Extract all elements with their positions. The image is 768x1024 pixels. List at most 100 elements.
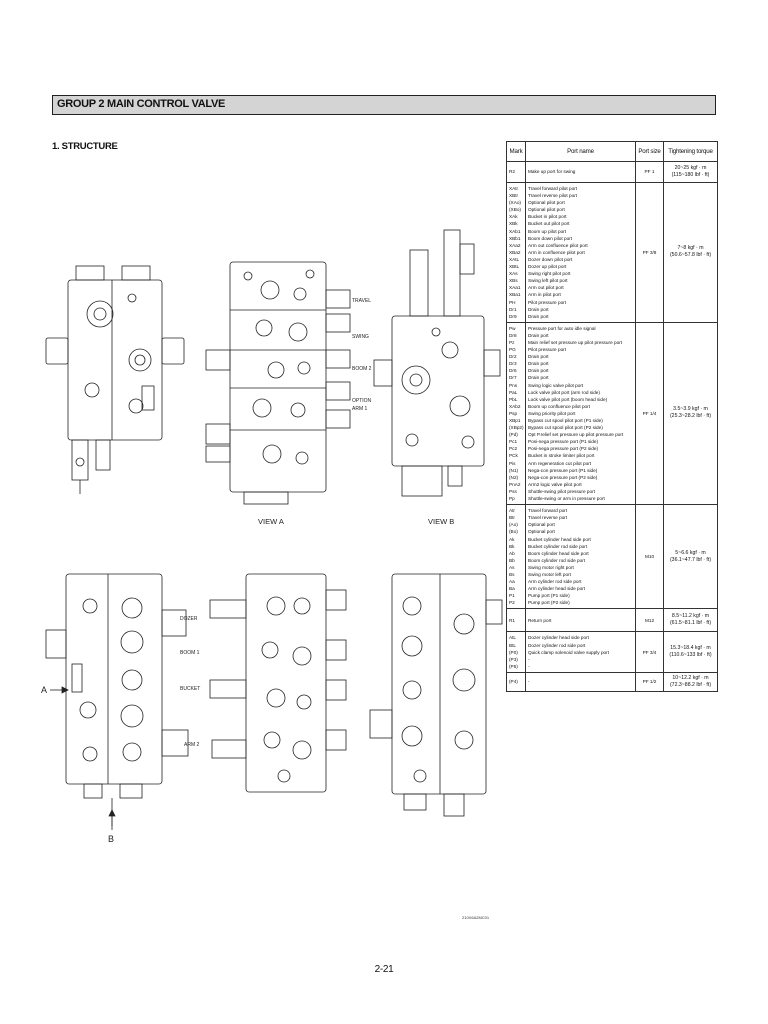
port-name-text: Bucket cylinder head side port xyxy=(528,536,591,542)
port-name-text: Nega-con pressure port (P2 side) xyxy=(528,474,598,480)
mark-text: As xyxy=(509,564,515,570)
mark-text: Pp xyxy=(509,496,515,502)
port-size-text: PF 3/4 xyxy=(642,649,657,655)
torque-cell: 15.3~18.4 kgf · m(110.6~133 lbf · ft) xyxy=(663,631,718,673)
mark-text: (N2) xyxy=(509,474,519,480)
mark-text: Bb xyxy=(509,557,515,563)
mark-text: (P0) xyxy=(509,649,518,655)
table-header-row: Mark Port name Port size Tightening torq… xyxy=(506,141,718,162)
port-name-text: Dozer cylinder rod side port xyxy=(528,642,586,648)
rear-view-bottom-right xyxy=(369,573,503,817)
torque-text: (50.6~57.8 lbf · ft) xyxy=(669,252,712,259)
mark-text: Pis xyxy=(509,460,516,466)
port-name-text: Drain port xyxy=(528,313,549,319)
torque-text: 3.5~3.9 kgf · m xyxy=(673,406,708,413)
mark-text: R2 xyxy=(509,169,515,175)
mark-text: Pc2 xyxy=(509,446,518,452)
port-size-cell: PF 3/4 xyxy=(635,631,664,673)
port-name-text: Drain port xyxy=(528,354,549,360)
mark-text: XBk xyxy=(509,221,518,227)
port-size-text: PF 1 xyxy=(644,169,655,175)
mark-text: Btr xyxy=(509,515,515,521)
header-port-size: Port size xyxy=(635,141,664,162)
mark-text: Aa xyxy=(509,579,515,585)
torque-text: (115~180 lbf · ft) xyxy=(671,172,710,178)
port-name-text: - xyxy=(528,656,530,662)
label-swing: SWING xyxy=(352,334,369,340)
label-boom-1: BOOM 1 xyxy=(180,650,200,656)
mark-text: Dr9 xyxy=(509,313,517,319)
port-name-text: Bypass cut spool pilot port (P2 side) xyxy=(528,425,603,431)
mark-text: XBa2 xyxy=(509,249,521,255)
port-name-text: Drain port xyxy=(528,361,549,367)
port-name-text: Travel forward pilot port xyxy=(528,186,578,191)
mark-text: PaL xyxy=(509,389,518,395)
port-size-cell: PF 3/8 xyxy=(635,182,664,323)
port-name-text: Arm cylinder rod side port xyxy=(528,579,582,585)
label-option: OPTION xyxy=(352,398,372,404)
mark-text: Bk xyxy=(509,543,515,549)
port-name-text: Quick clamp solenoid valve supply port xyxy=(528,649,610,655)
torque-text: 8.5~11.2 kgf · m xyxy=(671,613,710,620)
torque-cell: 5~6.6 kgf · m(36.1~47.7 lbf · ft) xyxy=(663,504,718,610)
section-view-bottom-center xyxy=(209,573,347,793)
group-title: GROUP 2 MAIN CONTROL VALVE xyxy=(57,98,226,110)
mark-text: Psp xyxy=(509,410,518,416)
mark-text: (P3) xyxy=(509,656,518,662)
port-name-text: Boom up confluence pilot port xyxy=(528,403,591,409)
port-name-text: Pressure port for auto idle signal xyxy=(528,325,596,331)
view-a-label: VIEW A xyxy=(258,517,284,526)
mark-text: Pss xyxy=(509,488,517,494)
mark-text: R1 xyxy=(509,617,515,623)
mark-text: Pw xyxy=(509,325,516,331)
label-dozer: DOZER xyxy=(180,616,198,622)
mark-text: PnA2 xyxy=(509,481,521,487)
group-title-bar: GROUP 2 MAIN CONTROL VALVE xyxy=(52,95,716,115)
port-name-text: Dozer down pilot port xyxy=(528,256,573,262)
port-name-text: Boom up pilot port xyxy=(528,228,567,234)
port-size-text: PF 1/2 xyxy=(642,679,657,685)
port-size-text: M12 xyxy=(644,617,655,623)
mark-text: PH xyxy=(509,299,516,305)
port-name-text: - xyxy=(528,663,530,669)
port-name-text: Travel reverse port xyxy=(528,515,568,521)
mark-text: XBs xyxy=(509,278,518,284)
mark-text: Pz xyxy=(509,339,515,345)
port-name-text: Pilot pressure port xyxy=(528,299,567,305)
view-b-label: VIEW B xyxy=(428,517,454,526)
torque-text: 15.3~18.4 kgf · m xyxy=(670,645,711,652)
mark-text: Pc1 xyxy=(509,439,518,445)
port-name-text: Arm in pilot port xyxy=(528,292,561,298)
port-name-text: Pump port (P1 side) xyxy=(528,593,570,599)
port-name-text: - xyxy=(528,679,530,685)
port-name-text: Bucket in pilot port xyxy=(528,214,567,220)
port-size-text: PF 1/4 xyxy=(642,410,657,416)
mark-text: (P4) xyxy=(509,679,518,685)
port-name-text: Shuttle-swing or arm in pressure port xyxy=(528,496,605,502)
port-table: Mark Port name Port size Tightening torq… xyxy=(506,141,718,692)
mark-text: Ab xyxy=(509,550,515,556)
port-name-text: Arm out confluence pilot port xyxy=(528,242,588,248)
port-name-text: Swing motor left port xyxy=(528,571,571,577)
valve-structure-drawings: VIEW A VIEW B A B TRAVEL SWING BOOM 2 OP… xyxy=(41,229,503,844)
mark-text: (XAo) xyxy=(509,200,521,206)
port-name-text: Bypass cut spool pilot port (P1 side) xyxy=(528,418,603,423)
port-name-text: Nega-con pressure port (P1 side) xyxy=(528,467,598,473)
port-name-text: Swing priority pilot port xyxy=(528,410,576,416)
mark-text: XAb2 xyxy=(509,403,521,409)
mark-text: XBp1 xyxy=(509,418,521,423)
port-name-text: Travel reverse pilot port xyxy=(528,193,578,199)
port-name-cell: Return port xyxy=(525,608,636,633)
mark-text: XBtL xyxy=(509,264,520,270)
port-size-cell: PF 1 xyxy=(635,161,664,183)
port-name-text: Swing logic valve pilot port xyxy=(528,382,584,388)
torque-text: 10~12.2 kgf · m xyxy=(672,674,709,681)
